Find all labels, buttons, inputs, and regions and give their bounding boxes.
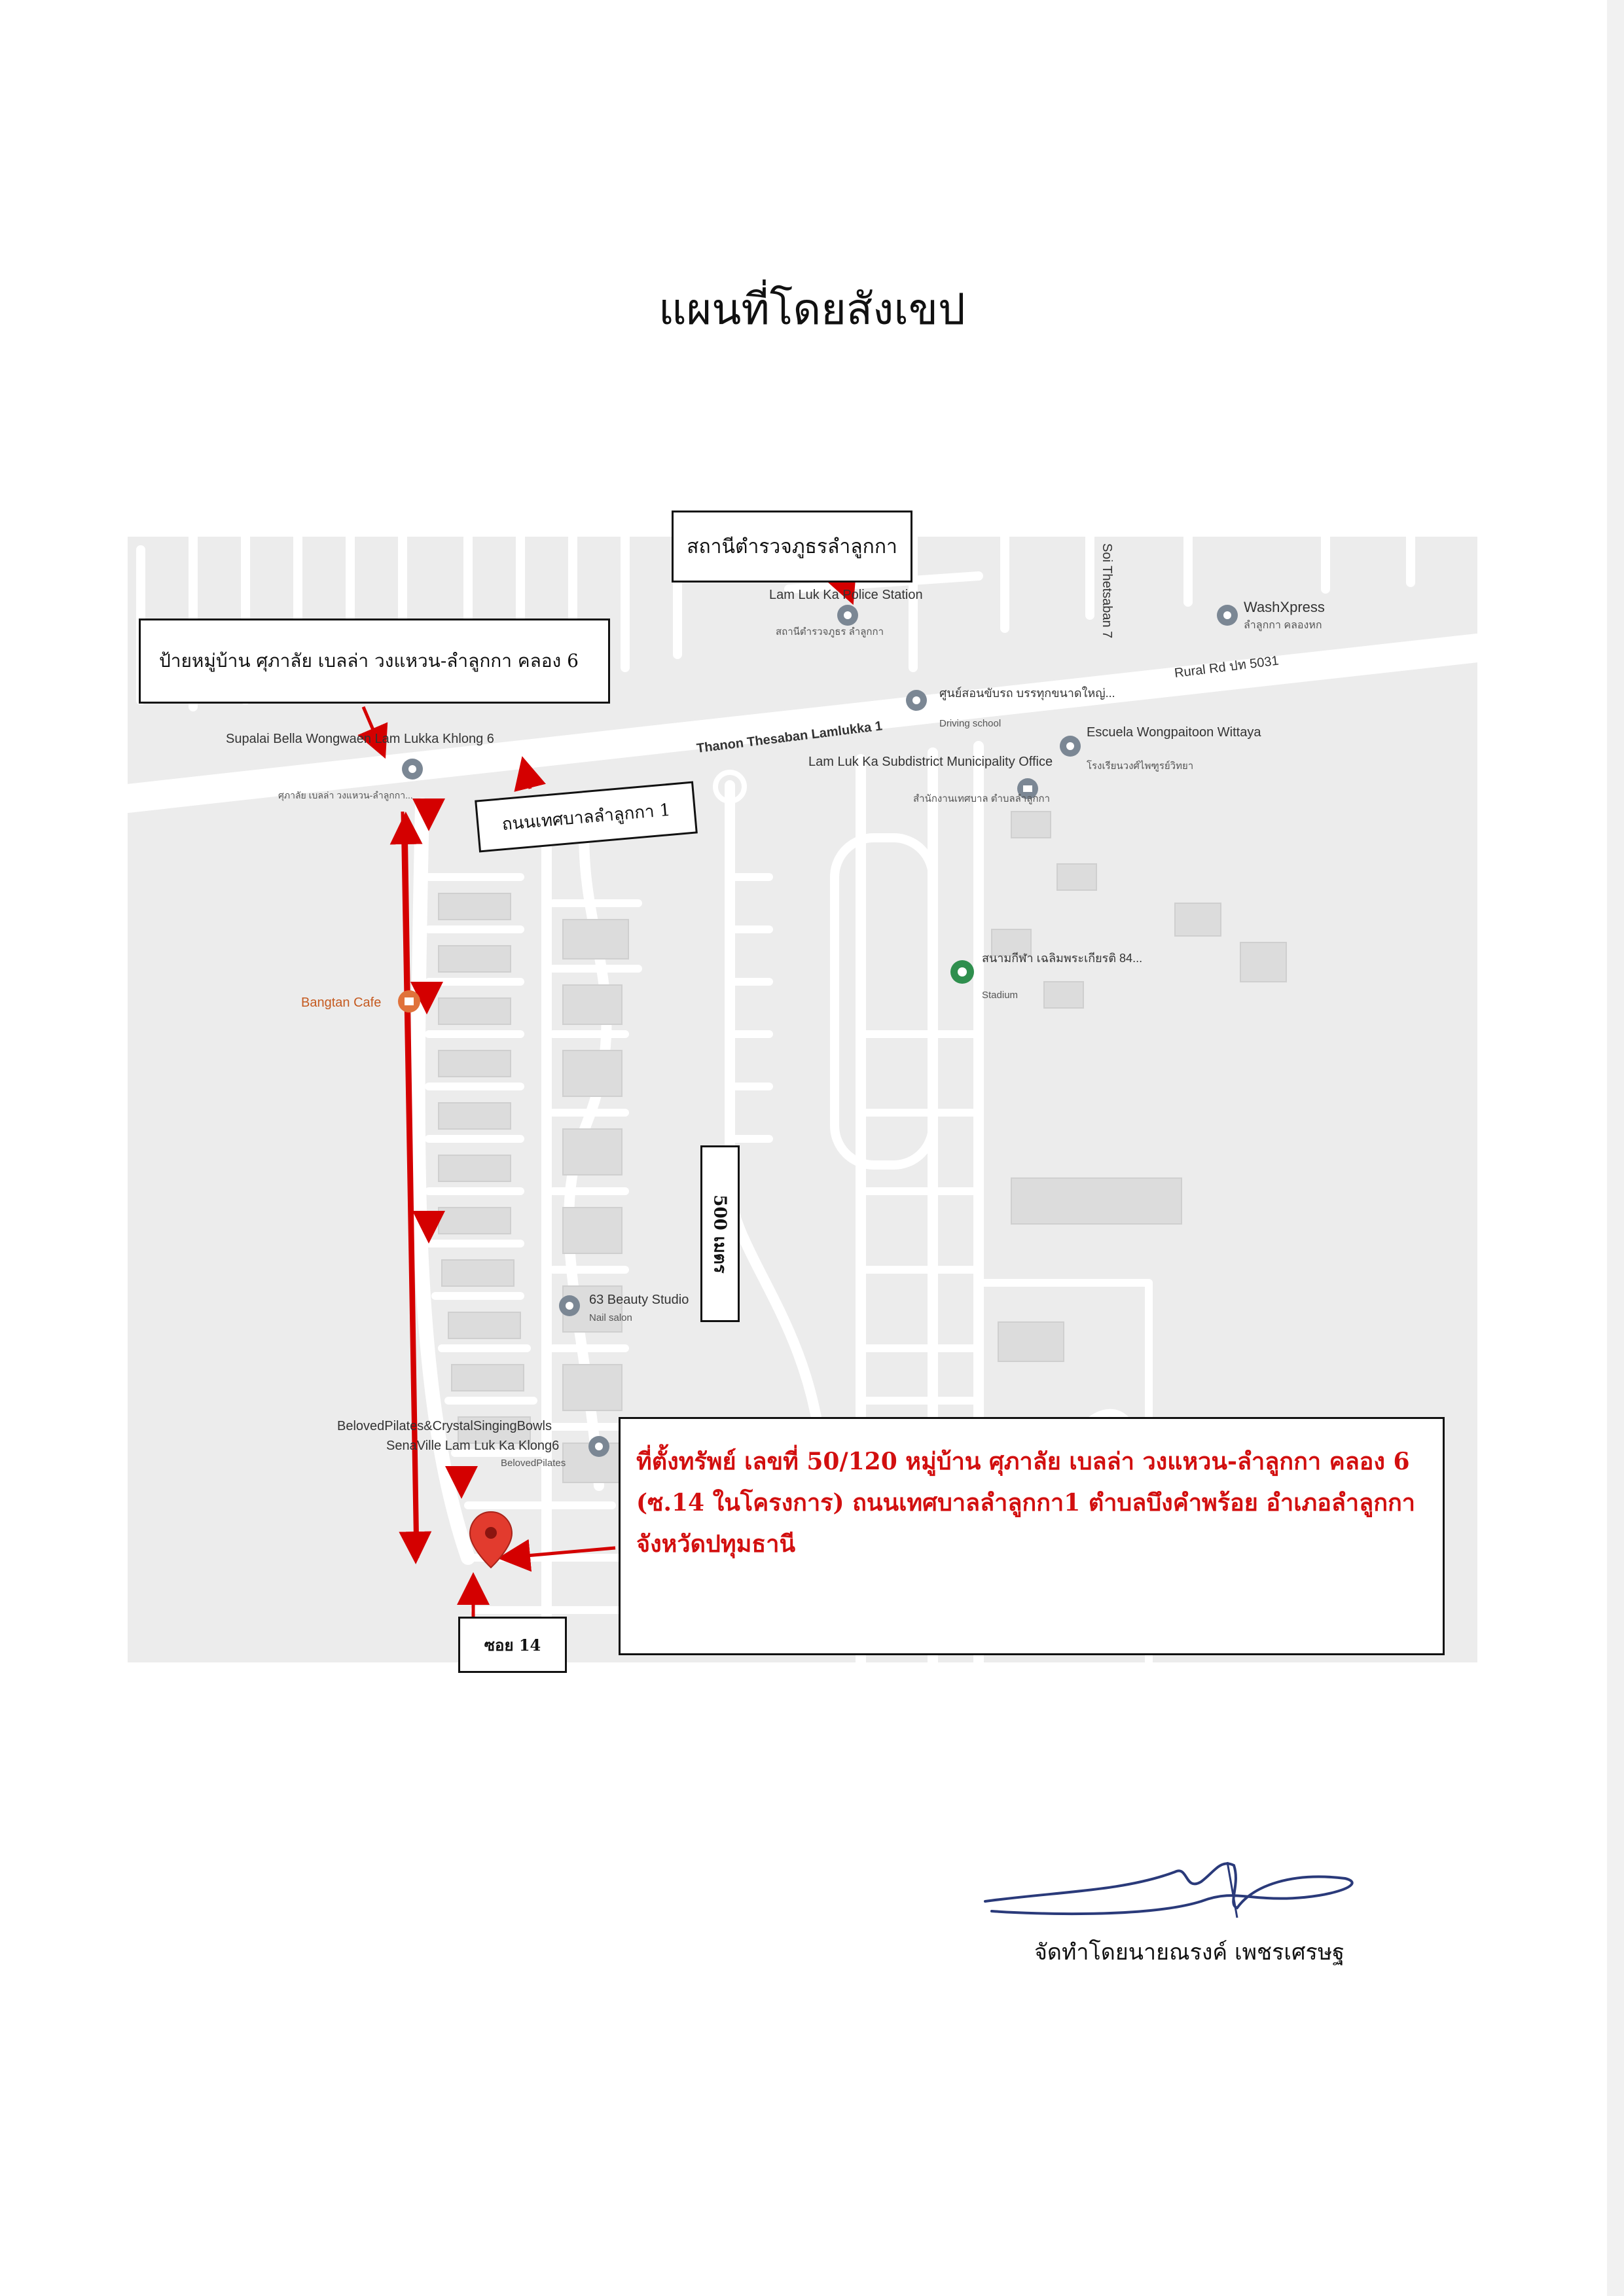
- cafe-icon: [398, 990, 420, 1013]
- supalai-icon: [402, 759, 423, 780]
- pilates-icon: [588, 1436, 609, 1457]
- distance-callout: 500 เมตร: [700, 1145, 740, 1322]
- beauty-studio-icon: [559, 1295, 580, 1316]
- route-line-up: [389, 812, 423, 1558]
- label-escuela: Escuela Wongpaitoon Wittaya: [1087, 725, 1261, 740]
- driving-school-icon: [906, 690, 927, 711]
- property-line-2: (ซ.14 ในโครงการ) ถนนเทศบาลลำลูกกา1 ตำบลบ…: [636, 1489, 1416, 1516]
- label-police-th: สถานีตำรวจภูธร ลำลูกกา: [776, 626, 884, 637]
- property-line-1: ที่ตั้งทรัพย์ เลขที่ 50/120 หมู่บ้าน ศุภ…: [636, 1448, 1410, 1475]
- route-arrows: [357, 568, 857, 1618]
- label-stadium-th: สนามกีฬา เฉลิมพระเกียรติ 84...: [982, 952, 1142, 965]
- label-washxpress-th: ลำลูกกา คลองหก: [1244, 620, 1322, 632]
- property-arrow: [497, 1539, 616, 1572]
- label-senaville: SenaVille Lam Luk Ka Klong6: [386, 1439, 559, 1453]
- property-line-3: จังหวัดปทุมธานี: [636, 1530, 796, 1558]
- label-municipality-th: สำนักงานเทศบาล ตำบลลำลูกกา: [913, 793, 1050, 804]
- label-driving-school-th: ศูนย์สอนขับรถ บรรทุกขนาดใหญ่...: [939, 686, 1115, 700]
- washxpress-icon: [1217, 605, 1238, 626]
- label-pilates-sub: BelovedPilates: [501, 1458, 566, 1469]
- police-station-callout: สถานีตำรวจภูธรลำลูกกา: [672, 511, 912, 583]
- police-station-icon: [837, 605, 858, 626]
- label-bangtan: Bangtan Cafe: [301, 996, 381, 1010]
- label-pilates: BelovedPilates&CrystalSingingBowls: [337, 1419, 552, 1433]
- label-escuela-th: โรงเรียนวงศ์ไพฑูรย์วิทยา: [1087, 760, 1193, 772]
- road-label-arrow: [514, 756, 546, 792]
- building-blocks: [438, 811, 1287, 1483]
- label-beauty: 63 Beauty Studio: [589, 1293, 689, 1307]
- property-pin-icon: [469, 1511, 513, 1569]
- main-road: [128, 634, 1477, 813]
- label-stadium-en: Stadium: [982, 990, 1018, 1001]
- poi-markers: [398, 605, 1238, 1457]
- property-location-callout: ที่ตั้งทรัพย์ เลขที่ 50/120 หมู่บ้าน ศุภ…: [619, 1417, 1445, 1655]
- distance-label: 500 เมตร: [710, 1194, 730, 1274]
- label-supalai: Supalai Bella Wongwaen Lam Lukka Khlong …: [226, 732, 494, 746]
- signature: [984, 1861, 1354, 1918]
- village-sign-arrow: [357, 706, 388, 759]
- label-beauty-sub: Nail salon: [589, 1312, 632, 1323]
- village-sign-callout: ป้ายหมู่บ้าน ศุภาลัย เบลล่า วงแหวน-ลำลูก…: [139, 619, 610, 704]
- label-driving-school-en: Driving school: [939, 718, 1001, 729]
- route-line-down: [399, 811, 432, 1564]
- school-icon: [1060, 736, 1081, 757]
- soi-callout: ซอย 14: [458, 1617, 567, 1673]
- stadium-icon: [950, 960, 974, 984]
- police-arrow: [825, 568, 857, 605]
- municipality-icon: [1017, 778, 1038, 799]
- label-municipality: Lam Luk Ka Subdistrict Municipality Offi…: [808, 755, 1053, 769]
- label-washxpress: WashXpress: [1244, 599, 1325, 615]
- label-supalai-th: ศุภาลัย เบลล่า วงแหวน-ลำลูกกา...: [278, 790, 413, 801]
- prepared-by-label: จัดทำโดยนายณรงค์ เพชรเศรษฐ: [1034, 1939, 1344, 1965]
- page-title: แผนที่โดยสังเขป: [659, 284, 965, 334]
- label-police-en: Lam Luk Ka Police Station: [769, 588, 923, 602]
- label-soi-thetsaban: Soi Thetsaban 7: [1100, 543, 1114, 638]
- page-edge: [1607, 0, 1624, 2296]
